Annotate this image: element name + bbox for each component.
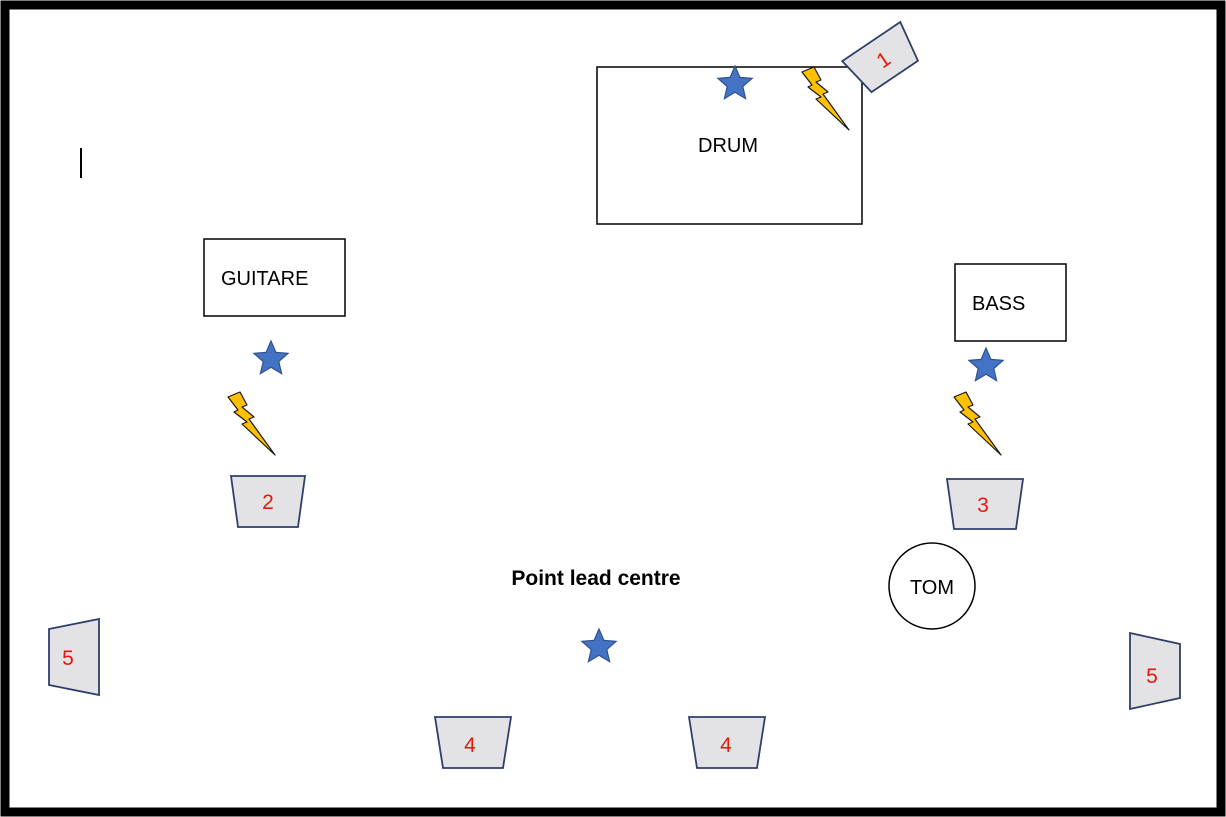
- drum-label: DRUM: [698, 135, 758, 157]
- wedge-monitor-icon: [1129, 631, 1181, 711]
- bass-amp: BASS: [954, 263, 1067, 342]
- wedge-monitor-icon: [945, 478, 1025, 530]
- monitor-number: 4: [464, 734, 476, 757]
- wedge-monitor-icon: [229, 475, 307, 528]
- monitor-number: 5: [1146, 665, 1158, 688]
- guitar-box: [203, 238, 346, 317]
- monitor-number: 5: [62, 647, 74, 670]
- guitar-label: GUITARE: [221, 268, 308, 290]
- monitor-wedge-2: 2: [229, 475, 307, 528]
- tom-circle: [888, 542, 976, 630]
- monitor-wedge-3: 3: [945, 478, 1025, 530]
- monitor-wedge-5-right: 5: [1129, 631, 1181, 711]
- wedge-monitor-icon: [48, 617, 100, 697]
- lead-point-label: Point lead centre: [511, 567, 680, 590]
- monitor-wedge-1: 1: [840, 20, 920, 94]
- guitar-amp: GUITARE: [203, 238, 346, 317]
- monitor-wedge-5-left: 5: [48, 617, 100, 697]
- monitor-wedge-4-left: 4: [433, 716, 513, 769]
- monitor-number: 4: [720, 734, 732, 757]
- wedge-monitor-icon: [840, 20, 920, 94]
- tom: TOM: [888, 542, 976, 630]
- monitor-number: 2: [262, 491, 274, 514]
- bass-label: BASS: [972, 293, 1025, 315]
- bass-box: [954, 263, 1067, 342]
- monitor-wedge-4-right: 4: [687, 716, 767, 769]
- wedge-monitor-icon: [687, 716, 767, 769]
- monitor-number: 3: [977, 494, 989, 517]
- tom-label: TOM: [910, 577, 954, 599]
- wedge-monitor-icon: [433, 716, 513, 769]
